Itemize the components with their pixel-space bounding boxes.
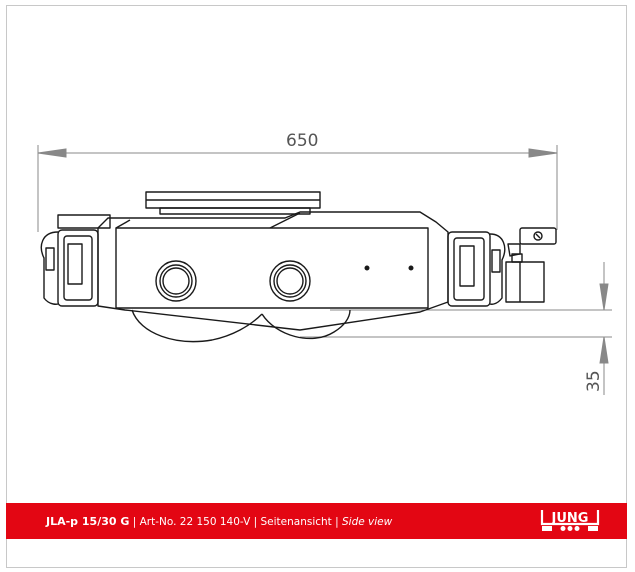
article-number: Art-No. 22 150 140-V [139, 515, 251, 528]
view-label-en: Side view [342, 515, 393, 528]
skate-side-view [40, 191, 557, 343]
separator: | [129, 515, 140, 528]
dimension-height [300, 262, 612, 395]
svg-text:JUNG: JUNG [551, 511, 589, 526]
separator: | [331, 515, 342, 528]
separator: | [250, 515, 261, 528]
jung-logo: JUNG [539, 509, 601, 533]
footer-bar: JLA-p 15/30 G | Art-No. 22 150 140-V | S… [6, 503, 627, 539]
dimension-length [37, 145, 558, 232]
model-name: JLA-p 15/30 G [46, 514, 130, 528]
dimension-length-label: 650 [286, 131, 318, 151]
footer-caption: JLA-p 15/30 G | Art-No. 22 150 140-V | S… [46, 515, 392, 528]
drawing-sheet [6, 5, 627, 568]
view-label-de: Seitenansicht [260, 515, 332, 528]
dimension-height-label: 35 [584, 370, 604, 392]
